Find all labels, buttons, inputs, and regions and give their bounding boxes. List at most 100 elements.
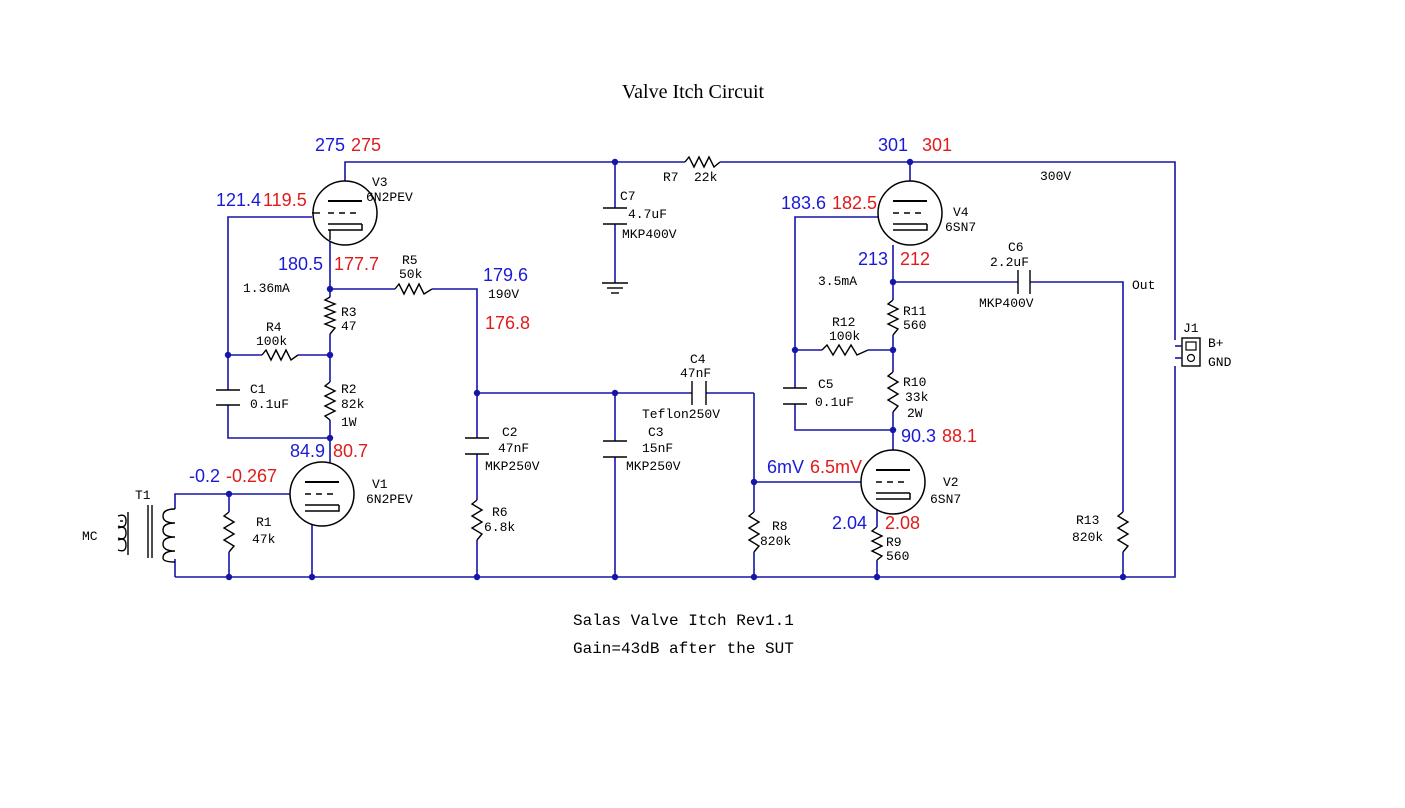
c5-label: C5 <box>818 377 834 392</box>
r2-value: 82k <box>341 397 365 412</box>
v2-value: 6SN7 <box>930 492 961 507</box>
capacitor-c6 <box>1017 270 1031 294</box>
tube-v4 <box>877 180 943 246</box>
c4-value: 47nF <box>680 366 711 381</box>
r10-value: 33k <box>905 390 929 405</box>
r3-value: 47 <box>341 319 357 334</box>
r5-node-reading-blue: 179.6 <box>483 265 528 285</box>
resistor-r1 <box>222 511 236 553</box>
c7-label: C7 <box>620 189 636 204</box>
tube-v1 <box>289 461 355 527</box>
v4-plate-reading-red: 301 <box>922 135 952 155</box>
v3-grid-reading-red: 119.5 <box>263 190 307 210</box>
r5-node-reading-red: 176.8 <box>485 313 530 333</box>
r13-label: R13 <box>1076 513 1099 528</box>
transformer-t1 <box>117 505 176 563</box>
v3-plate-reading-red: 275 <box>351 135 381 155</box>
label-3-5ma: 3.5mA <box>818 274 857 289</box>
resistor-r11 <box>886 299 900 336</box>
label-190v: 190V <box>488 287 519 302</box>
c3-extra: MKP250V <box>626 459 681 474</box>
v4-cathode-reading-blue: 213 <box>858 249 888 269</box>
r4-value: 100k <box>256 334 287 349</box>
v3-label: V3 <box>372 175 388 190</box>
resistor-r6 <box>470 499 484 541</box>
footer-revision: Salas Valve Itch Rev1.1 <box>573 612 794 630</box>
capacitor-c4 <box>691 381 707 405</box>
tube-v3 <box>312 180 378 246</box>
resistor-r12 <box>821 343 869 357</box>
resistor-r3 <box>323 296 337 335</box>
v2-plate-reading-blue: 90.3 <box>901 426 936 446</box>
resistor-r9 <box>870 526 884 561</box>
label-300v: 300V <box>1040 169 1071 184</box>
r3-label: R3 <box>341 305 357 320</box>
c1-label: C1 <box>250 382 266 397</box>
r10-label: R10 <box>903 375 926 390</box>
r8-value: 820k <box>760 534 791 549</box>
label-bplus: B+ <box>1208 336 1224 351</box>
v2-cathode-reading-blue: 2.04 <box>832 513 867 533</box>
c4-label: C4 <box>690 352 706 367</box>
c2-label: C2 <box>502 425 518 440</box>
c1-value: 0.1uF <box>250 397 289 412</box>
resistor-r2 <box>323 381 337 421</box>
wires <box>174 161 1176 578</box>
component-labels: V3 6N2PEV V4 6SN7 V1 6N2PEV V2 6SN7 R5 5… <box>82 169 1232 564</box>
v4-label: V4 <box>953 205 969 220</box>
c6-value: 2.2uF <box>990 255 1029 270</box>
capacitor-c1 <box>216 389 240 406</box>
resistor-r10 <box>886 371 900 413</box>
capacitor-c3 <box>603 440 627 458</box>
r9-value: 560 <box>886 549 909 564</box>
c3-label: C3 <box>648 425 664 440</box>
c7-extra: MKP400V <box>622 227 677 242</box>
resistor-r4 <box>261 348 299 362</box>
r7-label: R7 <box>663 170 679 185</box>
label-gnd: GND <box>1208 355 1232 370</box>
c6-label: C6 <box>1008 240 1024 255</box>
v4-value: 6SN7 <box>945 220 976 235</box>
r1-label: R1 <box>256 515 272 530</box>
mc-label: MC <box>82 529 98 544</box>
footer-gain: Gain=43dB after the SUT <box>573 640 794 658</box>
r1-value: 47k <box>252 532 276 547</box>
v1-label: V1 <box>372 477 388 492</box>
v3-plate-reading-blue: 275 <box>315 135 345 155</box>
resistor-r13 <box>1116 511 1130 553</box>
r6-label: R6 <box>492 505 508 520</box>
r8-label: R8 <box>772 519 788 534</box>
resistor-r7 <box>684 155 721 169</box>
capacitor-c7 <box>603 207 627 225</box>
c2-value: 47nF <box>498 441 529 456</box>
v1-grid-reading-blue: -0.2 <box>189 466 220 486</box>
tube-v2 <box>860 449 926 515</box>
c2-extra: MKP250V <box>485 459 540 474</box>
r5-label: R5 <box>402 253 418 268</box>
r4-label: R4 <box>266 320 282 335</box>
v2-label: V2 <box>943 475 959 490</box>
r11-label: R11 <box>903 304 927 319</box>
r12-value: 100k <box>829 329 860 344</box>
connector-j1 <box>1175 337 1201 367</box>
v2-cathode-reading-red: 2.08 <box>885 513 920 533</box>
r2-extra: 1W <box>341 415 357 430</box>
v2-grid-reading-red: 6.5mV <box>810 457 862 477</box>
v4-grid-reading-blue: 183.6 <box>781 193 826 213</box>
v1-plate-reading-blue: 84.9 <box>290 441 325 461</box>
v3-grid-reading-blue: 121.4 <box>216 190 261 210</box>
c6-extra: MKP400V <box>979 296 1034 311</box>
v3-value: 6N2PEV <box>366 190 413 205</box>
r12-label: R12 <box>832 315 855 330</box>
v1-value: 6N2PEV <box>366 492 413 507</box>
v4-cathode-reading-red: 212 <box>900 249 930 269</box>
r10-extra: 2W <box>907 406 923 421</box>
v3-cathode-reading-red: 177.7 <box>334 254 379 274</box>
v4-grid-reading-red: 182.5 <box>832 193 877 213</box>
v2-plate-reading-red: 88.1 <box>942 426 977 446</box>
v1-grid-reading-red: -0.267 <box>226 466 277 486</box>
label-1-36ma: 1.36mA <box>243 281 290 296</box>
v3-cathode-reading-blue: 180.5 <box>278 254 323 274</box>
c4-extra: Teflon250V <box>642 407 720 422</box>
